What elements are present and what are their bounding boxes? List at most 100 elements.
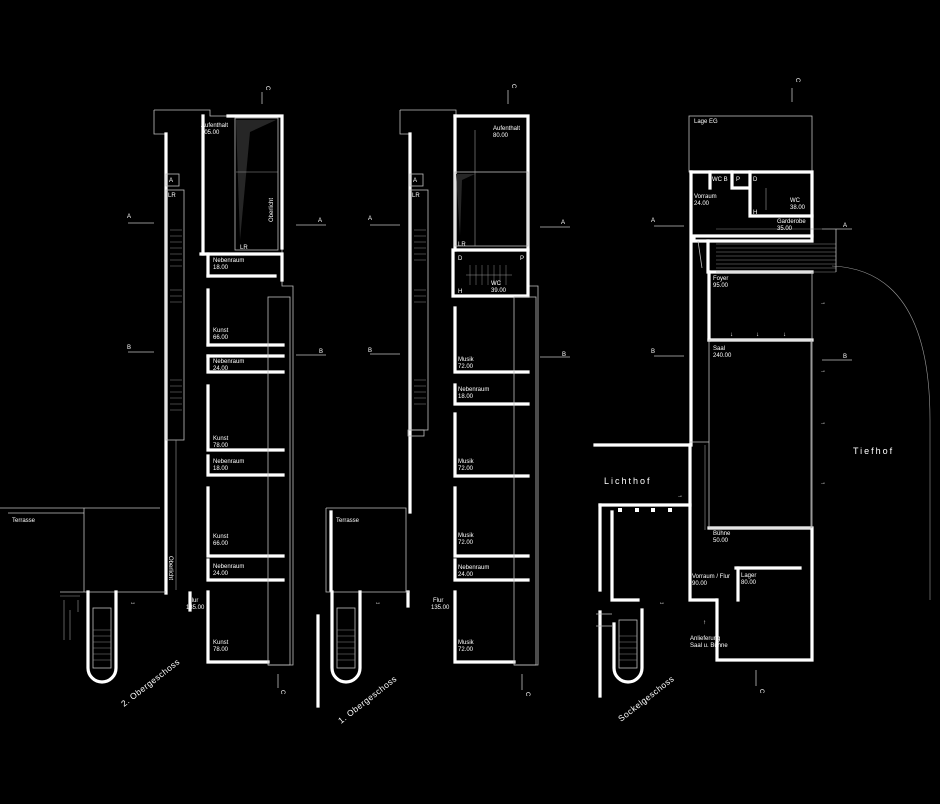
section-mark-a-left: A [368, 216, 372, 222]
room-saal: Saal [713, 346, 725, 352]
section-mark-b-right: B [319, 349, 323, 355]
room-flur: Flur [433, 598, 443, 604]
room-nebenraum-area: 24.00 [213, 366, 229, 372]
oberlicht-label-2: Oberlicht [269, 198, 275, 222]
room-aufenthalt: Aufenthalt [493, 126, 520, 132]
arrow-up-icon: ↑ [703, 620, 706, 626]
room-kunst-area: 78.00 [213, 647, 229, 653]
room-nebenraum: Nebenraum [213, 258, 244, 264]
arrow-both-icon: ↔ [659, 600, 665, 606]
room-aufenthalt: Aufenthalt [201, 123, 228, 129]
mark-h: H [458, 289, 462, 295]
room-wc-area: 38.00 [790, 205, 806, 211]
room-nebenraum: Nebenraum [213, 564, 244, 570]
plan-sockelgeschoss: C A A B B C Lage EG [593, 78, 931, 724]
room-lager: Lager [741, 573, 756, 579]
anlieferung-label-2: Saal u. Bühne [690, 643, 728, 649]
room-buehne-area: 50.00 [713, 538, 729, 544]
room-vorraum-area: 24.00 [694, 201, 710, 207]
arrow-down-icon: ↓ [730, 332, 733, 338]
room-aufenthalt-area: 105.00 [201, 130, 220, 136]
section-mark-a-left: A [127, 214, 131, 220]
section-mark-a-left: A [651, 218, 655, 224]
room-nebenraum: Nebenraum [213, 359, 244, 365]
arrow-right-icon: → [820, 368, 826, 374]
lr-mark-2: LR [240, 245, 248, 251]
arrow-right-icon: → [677, 493, 683, 499]
room-wc: WC [491, 281, 502, 287]
room-kunst-area: 78.00 [213, 443, 229, 449]
room-kunst-area: 66.00 [213, 541, 229, 547]
room-kunst-area: 66.00 [213, 335, 229, 341]
room-wc: WC [790, 198, 801, 204]
room-nebenraum-area: 24.00 [458, 572, 474, 578]
mark-d: D [458, 256, 463, 262]
room-musik: Musik [458, 640, 475, 646]
room-kunst: Kunst [213, 534, 229, 540]
room-nebenraum: Nebenraum [458, 387, 489, 393]
section-mark-c-top: C [510, 84, 516, 89]
lichthof-label: Lichthof [604, 476, 652, 486]
section-mark-b-right: B [843, 354, 847, 360]
arrow-both-icon: ↔ [375, 600, 381, 606]
lr-mark: LR [412, 193, 420, 199]
section-mark-a-right: A [843, 223, 847, 229]
section-mark-c-top: C [264, 86, 270, 91]
room-flur-area: 135.00 [186, 605, 205, 611]
section-mark-a-right: A [561, 220, 565, 226]
room-nebenraum: Nebenraum [213, 459, 244, 465]
terrace-label: Terrasse [12, 518, 36, 524]
room-buehne: Bühne [713, 531, 731, 537]
room-musik: Musik [458, 357, 475, 363]
plan-2-obergeschoss: C A A B B C A LR [0, 86, 326, 709]
elevator-mark: A [169, 178, 173, 184]
room-kunst: Kunst [213, 328, 229, 334]
arrow-down-icon: ↓ [783, 332, 786, 338]
lage-eg-label: Lage EG [694, 119, 718, 125]
room-lager-area: 80.00 [741, 580, 757, 586]
stair-treads [170, 229, 182, 411]
room-flur: Flur [188, 598, 198, 604]
room-garderobe: Garderobe [777, 219, 806, 225]
room-vorraum-flur: Vorraum / Flur [692, 574, 730, 580]
anlieferung-label: Anlieferung [690, 636, 720, 642]
room-musik: Musik [458, 459, 475, 465]
room-nebenraum-area: 24.00 [213, 571, 229, 577]
oberlicht-label: Oberlicht [167, 556, 173, 580]
room-nebenraum-area: 18.00 [213, 466, 229, 472]
section-mark-b-left: B [651, 349, 655, 355]
room-musik-area: 72.00 [458, 647, 474, 653]
room-vorraum: Vorraum [694, 194, 717, 200]
caption-2-obergeschoss: 2. Obergeschoss [119, 657, 182, 709]
room-musik-area: 72.00 [458, 466, 474, 472]
room-nebenraum: Nebenraum [458, 565, 489, 571]
room-flur-area: 135.00 [431, 605, 450, 611]
elevator-mark: A [413, 178, 417, 184]
arrow-right-icon: → [820, 480, 826, 486]
mark-h: H [753, 210, 757, 216]
section-mark-c-bottom: C [758, 689, 764, 694]
section-mark-a-right: A [318, 218, 322, 224]
room-nebenraum-area: 18.00 [213, 265, 229, 271]
section-mark-c-top: C [794, 78, 800, 83]
room-foyer-area: 95.00 [713, 283, 729, 289]
mark-d: D [753, 177, 758, 183]
room-foyer: Foyer [713, 276, 728, 282]
mark-wcb: WC B [712, 177, 728, 183]
entry-stairs [716, 228, 836, 273]
column-markers [618, 508, 672, 512]
flow-arrows: ↓ ↓ ↓ → → → → → ↔ ↑ [659, 300, 826, 626]
room-musik-area: 72.00 [458, 540, 474, 546]
mark-p: P [736, 177, 740, 183]
mark-p: P [520, 256, 524, 262]
tiefhof-label: Tiefhof [853, 446, 894, 456]
terrace-label: Terrasse [336, 518, 360, 524]
lr-mark-2: LR [458, 242, 466, 248]
arrow-both-icon: ↔ [130, 600, 136, 606]
lr-mark: LR [168, 193, 176, 199]
room-wc-area: 39.00 [491, 288, 507, 294]
room-aufenthalt-area: 80.00 [493, 133, 509, 139]
room-kunst: Kunst [213, 436, 229, 442]
arrow-down-icon: ↓ [756, 332, 759, 338]
room-vorraum-flur-area: 90.00 [692, 581, 708, 587]
